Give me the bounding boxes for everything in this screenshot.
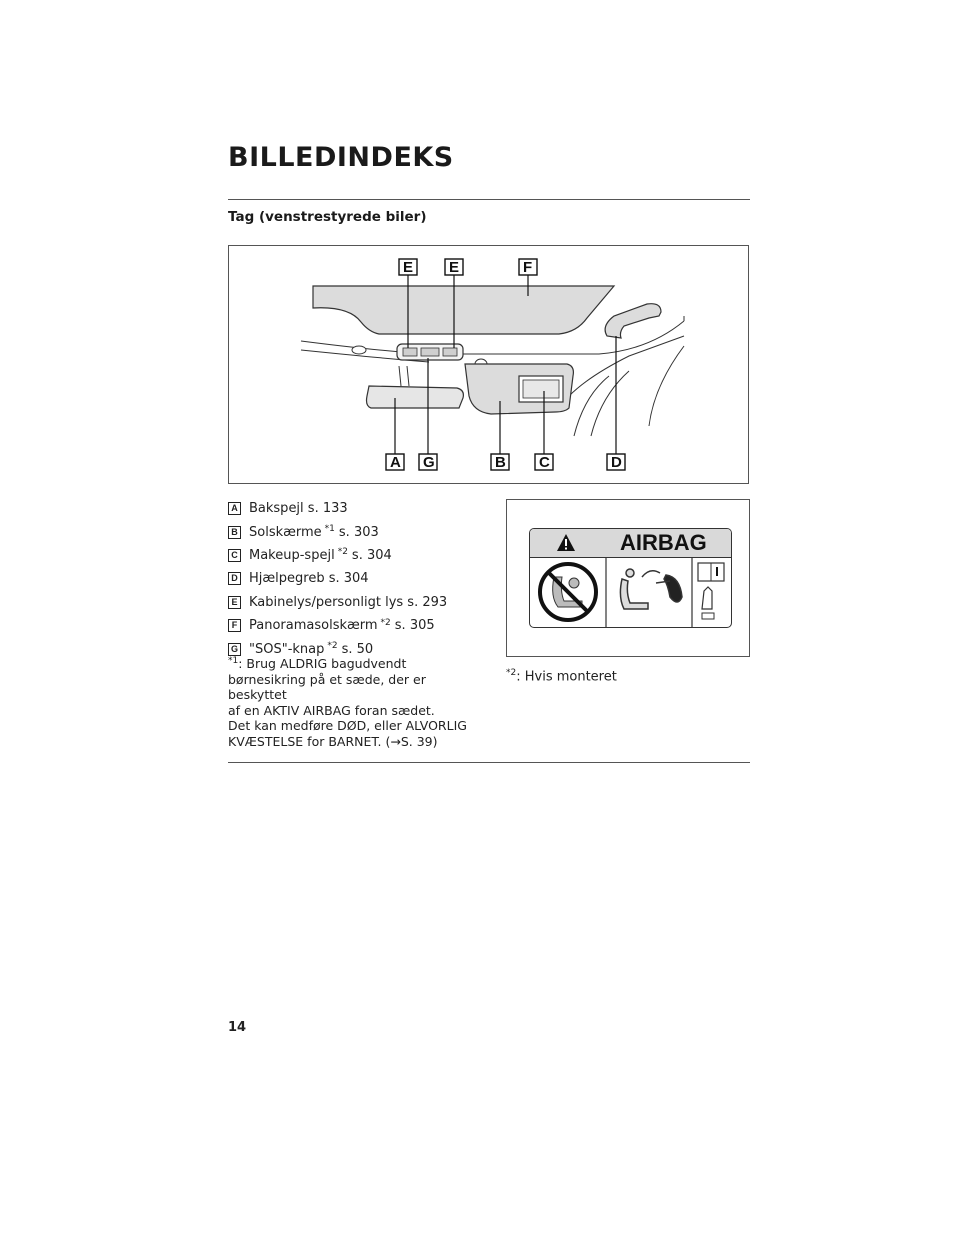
page-number: 14 xyxy=(228,1020,247,1035)
item-label: Kabinelys/personligt lys s. 293 xyxy=(249,594,448,610)
airbag-label-figure: AIRBAG xyxy=(506,499,750,657)
callout-d: D xyxy=(611,454,622,471)
item-label: Makeup-spejl xyxy=(249,547,335,563)
section-subtitle: Tag (venstrestyrede biler) xyxy=(228,209,427,225)
item-page-ref: s. 303 xyxy=(338,524,379,540)
list-item: D Hjælpegreb s. 304 xyxy=(228,567,488,590)
assist-grip-shape xyxy=(604,303,662,339)
callout-f: F xyxy=(523,259,532,276)
seat-airbag-deploy-icon xyxy=(619,568,683,610)
item-footnote-marker: *2 xyxy=(327,641,338,652)
item-label: Hjælpegreb s. 304 xyxy=(249,571,369,587)
item-label: Panoramasolskærm xyxy=(249,618,378,634)
roof-drawing: E E F A G B C D xyxy=(300,258,685,471)
item-label: Bakspejl s. 133 xyxy=(249,501,348,517)
read-manual-icon xyxy=(697,562,725,620)
list-item: G "SOS"-knap *2 s. 50 xyxy=(228,637,488,660)
rear-view-mirror-shape xyxy=(365,385,464,409)
page-title: BILLEDINDEKS xyxy=(228,142,454,173)
footnote-line: af en AKTIV AIRBAG foran sædet. xyxy=(228,702,435,718)
list-item: B Solskærme *1 s. 303 xyxy=(228,520,488,543)
item-key: G xyxy=(228,642,241,656)
item-label: Solskærme xyxy=(249,524,322,540)
roof-illustration: E E F A G B C D xyxy=(228,245,749,484)
footnote-marker: *2 xyxy=(506,668,517,678)
footnote-if-equipped: *2: Hvis monteret xyxy=(506,668,617,684)
footnote-line: KVÆSTELSE for BARNET. (→S. 39) xyxy=(228,733,438,749)
callout-c: C xyxy=(539,454,550,471)
item-key: A xyxy=(228,502,241,516)
callout-e-right: E xyxy=(449,259,459,276)
footnote-line: : Brug ALDRIG bagudvendt xyxy=(238,656,407,672)
item-key: B xyxy=(228,525,241,539)
item-key: C xyxy=(228,548,241,562)
item-page-ref: s. 50 xyxy=(341,641,374,657)
item-page-ref: s. 304 xyxy=(351,547,392,563)
airbag-label-title: AIRBAG xyxy=(620,530,707,555)
component-list: A Bakspejl s. 133 B Solskærme *1 s. 303 … xyxy=(228,497,488,661)
list-item: F Panoramasolskærm *2 s. 305 xyxy=(228,614,488,637)
panorama-roof-shape xyxy=(312,285,616,335)
list-item: A Bakspejl s. 133 xyxy=(228,497,488,520)
warning-triangle-icon xyxy=(557,534,575,551)
callout-e-left: E xyxy=(403,259,413,276)
callout-g: G xyxy=(423,454,435,471)
item-key: F xyxy=(228,619,241,633)
airbag-warning-label: AIRBAG xyxy=(529,528,732,628)
top-divider xyxy=(228,199,750,200)
callout-a: A xyxy=(390,454,401,471)
item-key: D xyxy=(228,572,241,586)
footnote-line: Det kan medføre DØD, eller ALVORLIG xyxy=(228,718,467,734)
item-footnote-marker: *2 xyxy=(380,617,391,628)
item-footnote-marker: *2 xyxy=(337,547,348,558)
list-item: C Makeup-spejl *2 s. 304 xyxy=(228,544,488,567)
item-key: E xyxy=(228,595,241,609)
list-item: E Kabinelys/personligt lys s. 293 xyxy=(228,591,488,614)
footnote-marker: *1 xyxy=(228,656,239,666)
item-footnote-marker: *1 xyxy=(324,524,335,535)
item-page-ref: s. 305 xyxy=(394,618,435,634)
item-label: "SOS"-knap xyxy=(249,641,325,657)
footnote-line: børnesikring på et sæde, der er beskytte… xyxy=(228,671,426,703)
footnote-child-seat-warning: *1: Brug ALDRIG bagudvendt børnesikring … xyxy=(228,654,478,749)
airbag-label-header: AIRBAG xyxy=(530,529,731,558)
footnote-text: : Hvis monteret xyxy=(516,669,617,685)
no-rear-facing-child-seat-icon xyxy=(538,562,598,622)
bottom-divider xyxy=(228,762,750,763)
callout-b: B xyxy=(495,454,506,471)
airbag-label-pictograms xyxy=(538,557,725,627)
